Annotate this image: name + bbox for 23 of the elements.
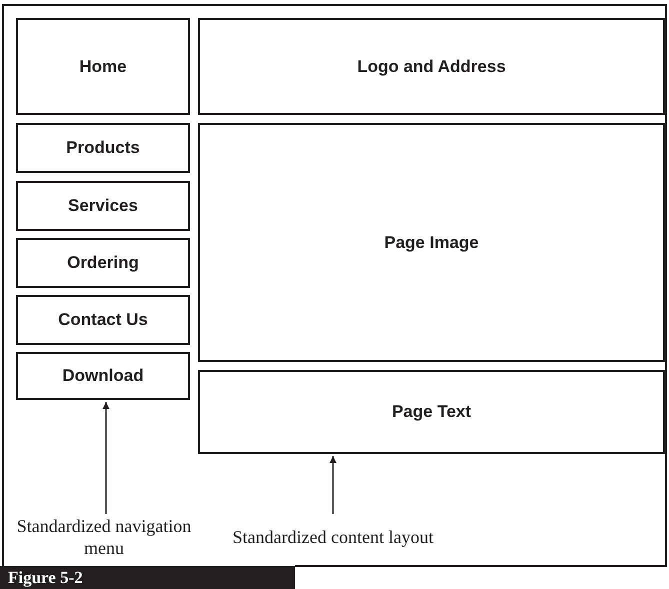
box-label: Ordering xyxy=(67,253,139,273)
box-label: Services xyxy=(68,196,138,216)
layout-box xyxy=(198,370,665,454)
arrow xyxy=(330,456,336,514)
arrow xyxy=(102,402,110,514)
box-label: Download xyxy=(62,366,144,386)
layout-box xyxy=(16,352,190,400)
layout-box xyxy=(198,123,665,362)
box-label: Products xyxy=(66,138,140,158)
box-label: Home xyxy=(79,56,127,76)
layout-box xyxy=(16,238,190,288)
box-label: Logo and Address xyxy=(357,56,506,76)
box-label: Page Text xyxy=(392,402,472,422)
layout-box xyxy=(16,181,190,231)
box-label: Contact Us xyxy=(58,310,148,330)
layout-box xyxy=(16,123,190,173)
caption-text: Standardized navigation menu xyxy=(16,516,192,560)
box-label: Page Image xyxy=(384,232,479,252)
caption-text: Standardized content layout xyxy=(232,527,434,549)
layout-box xyxy=(16,18,190,115)
layout-box xyxy=(198,18,665,115)
figure-label: Figure 5-2 xyxy=(0,566,295,589)
layout-box xyxy=(16,295,190,345)
